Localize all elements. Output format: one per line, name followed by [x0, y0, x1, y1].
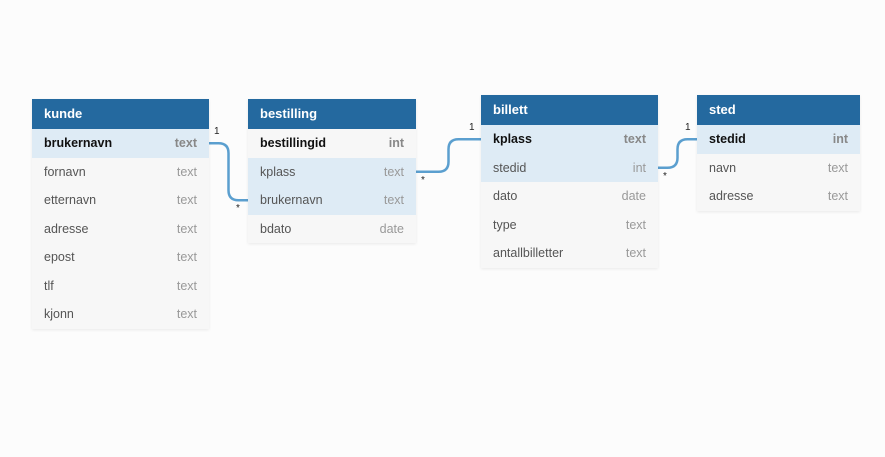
column-name: kjonn	[44, 307, 74, 322]
table-header[interactable]: kunde	[32, 99, 209, 129]
column-row[interactable]: stedid int	[697, 125, 860, 154]
column-name: tlf	[44, 278, 54, 293]
column-name: etternavn	[44, 193, 97, 208]
column-name: dato	[493, 189, 518, 204]
column-type: text	[174, 136, 197, 151]
relationship-line[interactable]	[658, 138, 697, 169]
column-type: text	[625, 246, 646, 261]
column-type: text	[176, 278, 197, 293]
column-row[interactable]: brukernavn text	[32, 129, 209, 158]
column-type: text	[623, 132, 646, 147]
cardinality-many-label: *	[663, 170, 667, 182]
column-name: antallbilletter	[493, 246, 564, 261]
column-name: kplass	[493, 132, 532, 147]
column-row[interactable]: bestillingid int	[248, 129, 416, 158]
table-header[interactable]: bestilling	[248, 99, 416, 129]
column-row[interactable]: antallbilletter text	[481, 239, 658, 268]
column-name: stedid	[709, 132, 746, 147]
table-sted[interactable]: sted stedid int navn text adresse text	[697, 95, 860, 211]
column-type: text	[176, 164, 197, 179]
table-header[interactable]: sted	[697, 95, 860, 125]
column-name: adresse	[44, 221, 89, 236]
column-type: text	[176, 307, 197, 322]
column-type: date	[379, 221, 404, 236]
table-billett[interactable]: billett kplass text stedid int dato date type te…	[481, 95, 658, 268]
column-name: adresse	[709, 189, 754, 204]
cardinality-one-label: 1	[469, 122, 475, 134]
cardinality-one-label: 1	[685, 122, 691, 134]
table-kunde[interactable]: kunde brukernavn text fornavn text etternavn t…	[32, 99, 209, 329]
column-name: navn	[709, 160, 737, 175]
column-name: bdato	[260, 221, 292, 236]
column-row[interactable]: navn text	[697, 153, 860, 182]
column-name: kplass	[260, 164, 296, 179]
column-name: fornavn	[44, 164, 86, 179]
cardinality-many-label: *	[236, 203, 240, 215]
column-type: date	[621, 189, 646, 204]
column-name: brukernavn	[44, 136, 113, 151]
column-row[interactable]: kjonn text	[32, 300, 209, 329]
column-row[interactable]: tlf text	[32, 271, 209, 300]
column-row[interactable]: epost text	[32, 243, 209, 272]
column-type: text	[176, 250, 197, 265]
cardinality-one-label: 1	[214, 126, 220, 138]
column-name: epost	[44, 250, 75, 265]
column-row[interactable]: kplass text	[481, 125, 658, 154]
column-type: int	[632, 160, 646, 175]
column-row[interactable]: dato date	[481, 182, 658, 211]
column-row[interactable]: fornavn text	[32, 157, 209, 186]
table-header[interactable]: billett	[481, 95, 658, 125]
column-name: brukernavn	[260, 193, 323, 208]
column-type: int	[832, 132, 848, 147]
relationship-line[interactable]	[209, 142, 248, 202]
column-row[interactable]: stedid int	[481, 153, 658, 182]
column-type: int	[388, 136, 404, 151]
column-type: text	[625, 217, 646, 232]
column-name: bestillingid	[260, 136, 326, 151]
cardinality-many-label: *	[421, 174, 425, 186]
column-type: text	[827, 189, 848, 204]
column-name: type	[493, 217, 517, 232]
column-type: text	[383, 164, 404, 179]
relationship-line[interactable]	[416, 138, 481, 173]
column-row[interactable]: adresse text	[697, 182, 860, 211]
column-row[interactable]: type text	[481, 210, 658, 239]
column-name: stedid	[493, 160, 527, 175]
column-row[interactable]: bdato date	[248, 214, 416, 243]
column-type: text	[383, 193, 404, 208]
column-row[interactable]: etternavn text	[32, 186, 209, 215]
column-row[interactable]: brukernavn text	[248, 186, 416, 215]
column-type: text	[176, 221, 197, 236]
column-row[interactable]: kplass text	[248, 157, 416, 186]
column-type: text	[176, 193, 197, 208]
column-type: text	[827, 160, 848, 175]
column-row[interactable]: adresse text	[32, 214, 209, 243]
